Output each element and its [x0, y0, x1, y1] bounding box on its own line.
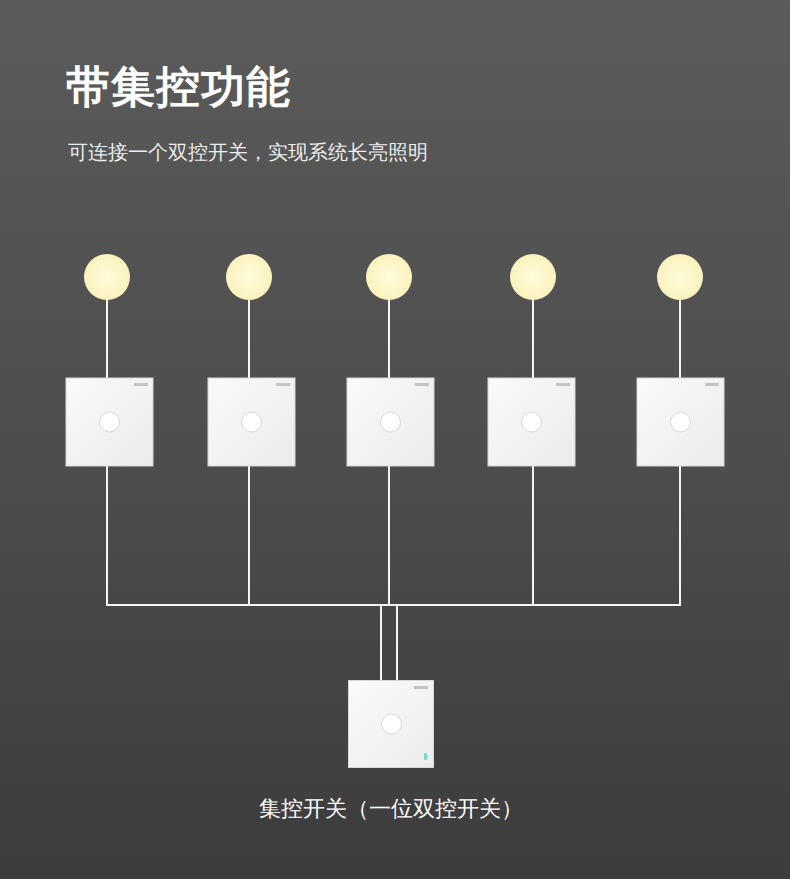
label-group: 可连接一个双控开关，实现系统长亮照明 — [68, 139, 428, 166]
page-title: 带集控功能 — [66, 58, 291, 117]
switch-button — [349, 681, 433, 767]
switch-panel — [348, 680, 434, 768]
switch-label: 集控开关（一位双控开关） — [259, 794, 523, 824]
indicator-led — [424, 753, 427, 760]
switches — [66, 378, 724, 466]
lamps — [84, 254, 703, 300]
wires — [106, 300, 681, 681]
brand-mark — [414, 686, 428, 689]
master-switch: 集控开关（一位双控开关） — [259, 680, 523, 824]
subtitle: 可连接一个双控开关，实现系统长亮照明 — [68, 139, 428, 166]
